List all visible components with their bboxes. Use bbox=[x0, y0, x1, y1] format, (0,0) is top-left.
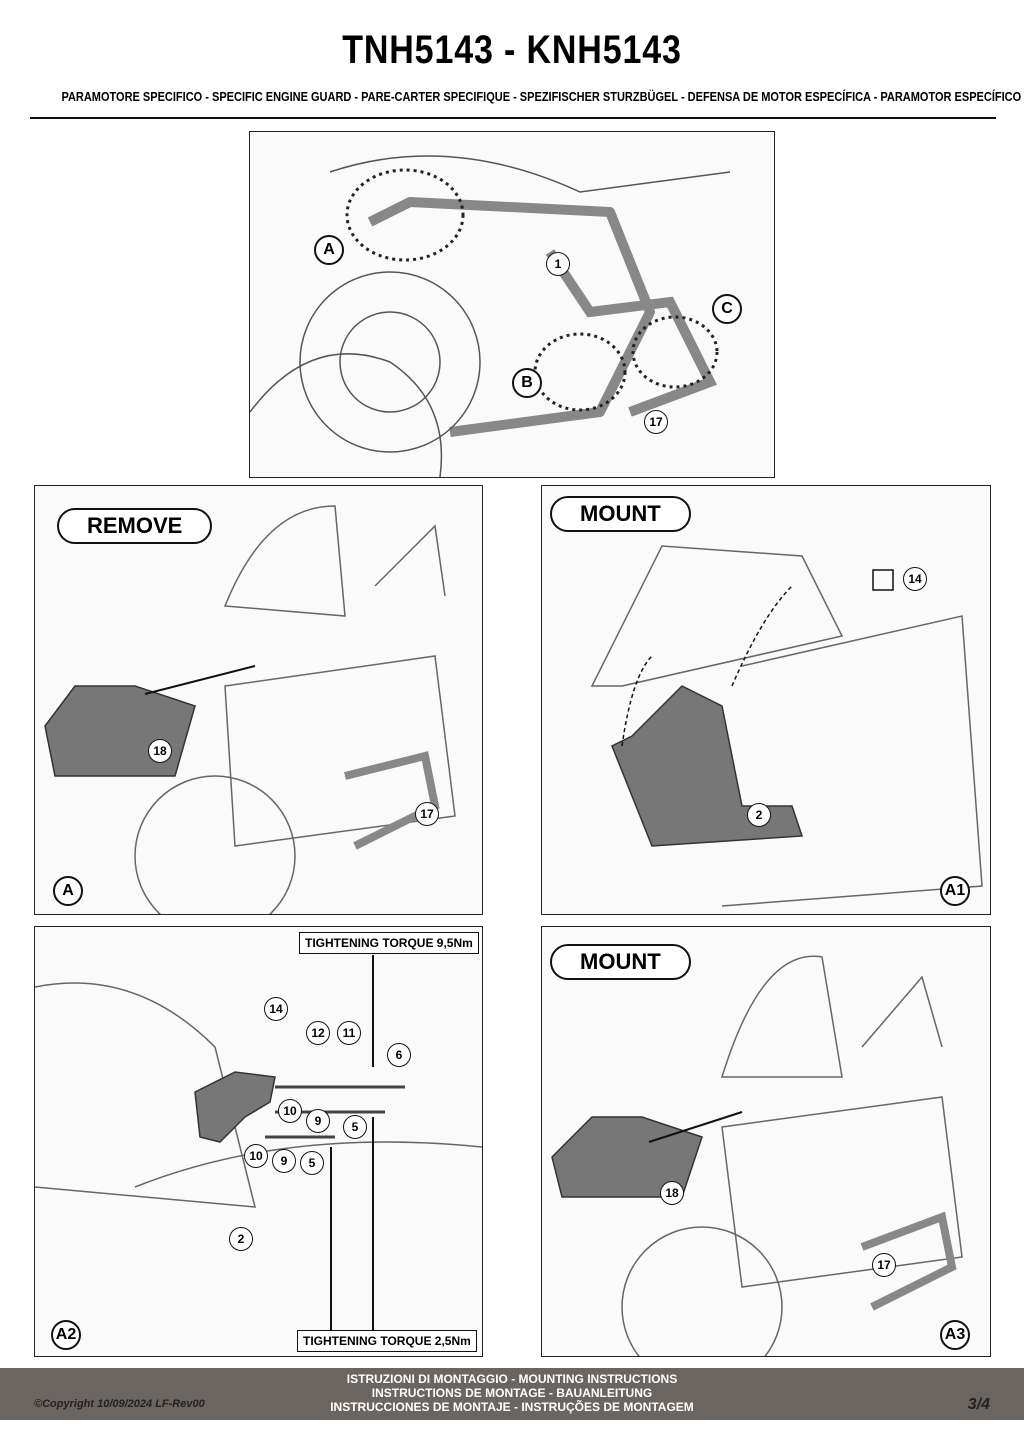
step-a3-marker: A3 bbox=[940, 1320, 970, 1350]
page-title: TNH5143 - KNH5143 bbox=[342, 28, 682, 72]
part-5: 5 bbox=[300, 1151, 324, 1175]
part-10: 10 bbox=[244, 1144, 268, 1168]
part-10: 10 bbox=[278, 1099, 302, 1123]
part-6: 6 bbox=[387, 1043, 411, 1067]
page-subtitle: PARAMOTORE SPECIFICO - SPECIFIC ENGINE G… bbox=[61, 90, 1022, 104]
part-18: 18 bbox=[660, 1181, 684, 1205]
torque-label-top: TIGHTENING TORQUE 9,5Nm bbox=[299, 932, 479, 954]
divider bbox=[30, 117, 996, 119]
step-a-illustration bbox=[44, 505, 456, 914]
step-a3-illustration bbox=[551, 955, 963, 1356]
step-a-marker: A bbox=[53, 876, 83, 906]
step-a1-marker: A1 bbox=[940, 876, 970, 906]
mount-label: MOUNT bbox=[550, 944, 691, 980]
part-9: 9 bbox=[272, 1149, 296, 1173]
part-17: 17 bbox=[872, 1253, 896, 1277]
page-number: 3/4 bbox=[967, 1396, 990, 1413]
torque-label-bottom: TIGHTENING TORQUE 2,5Nm bbox=[297, 1330, 477, 1352]
footer-line-2: INSTRUCTIONS DE MONTAGE - BAUANLEITUNG bbox=[371, 1386, 653, 1400]
step-a1-illustration bbox=[590, 545, 983, 907]
remove-label: REMOVE bbox=[57, 508, 213, 544]
part-17: 17 bbox=[644, 410, 668, 434]
footer-bar: ©Copyright 10/09/2024 LF-Rev00 ISTRUZION… bbox=[0, 1368, 1024, 1420]
callout-c: C bbox=[712, 294, 742, 324]
part-9: 9 bbox=[306, 1109, 330, 1133]
step-a3-panel: MOUNT 18 17 A3 bbox=[541, 926, 991, 1357]
step-a-panel: REMOVE 18 17 A bbox=[34, 485, 483, 915]
step-a2-marker: A2 bbox=[51, 1320, 81, 1350]
part-2: 2 bbox=[747, 803, 771, 827]
overview-illustration bbox=[250, 155, 731, 477]
part-14: 14 bbox=[264, 997, 288, 1021]
step-a1-panel: MOUNT 14 2 A1 bbox=[541, 485, 991, 915]
part-2: 2 bbox=[229, 1227, 253, 1251]
footer-instructions: ISTRUZIONI DI MONTAGGIO - MOUNTING INSTR… bbox=[0, 1372, 1024, 1414]
footer-line-1: ISTRUZIONI DI MONTAGGIO - MOUNTING INSTR… bbox=[346, 1372, 678, 1386]
footer-line-3: INSTRUCCIONES DE MONTAJE - INSTRUÇÕES DE… bbox=[330, 1400, 694, 1414]
part-1: 1 bbox=[546, 252, 570, 276]
callout-a: A bbox=[314, 235, 344, 265]
step-a2-panel: TIGHTENING TORQUE 9,5Nm TIGHTENING TORQU… bbox=[34, 926, 483, 1357]
copyright: ©Copyright 10/09/2024 LF-Rev00 bbox=[34, 1398, 205, 1410]
part-5: 5 bbox=[343, 1115, 367, 1139]
overview-panel: A B C 1 17 bbox=[249, 131, 775, 478]
part-18: 18 bbox=[148, 739, 172, 763]
part-17: 17 bbox=[415, 802, 439, 826]
part-12: 12 bbox=[306, 1021, 330, 1045]
mount-label: MOUNT bbox=[550, 496, 691, 532]
part-11: 11 bbox=[337, 1021, 361, 1045]
part-14: 14 bbox=[903, 567, 927, 591]
callout-b: B bbox=[512, 368, 542, 398]
step-a2-illustration bbox=[35, 955, 482, 1332]
